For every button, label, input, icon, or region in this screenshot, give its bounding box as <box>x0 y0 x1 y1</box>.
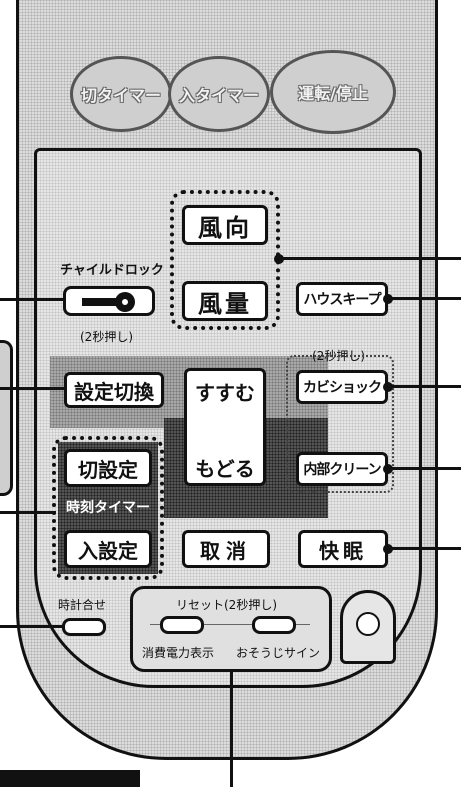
on-timer-top-button[interactable]: 入タイマー <box>168 56 270 132</box>
recessed-round-button[interactable] <box>356 612 380 636</box>
wind-direction-button[interactable]: 風向 <box>182 205 268 245</box>
key-icon <box>82 292 135 312</box>
house-keep-button[interactable]: ハウスキープ <box>296 282 388 316</box>
reset-divider <box>150 624 310 625</box>
retreat-button-label: もどる <box>195 457 255 481</box>
cleaning-sign-label: おそうじサイン <box>236 646 321 660</box>
leader-dot-wind <box>274 254 284 264</box>
leader-line-reset <box>230 672 233 787</box>
power-display-button[interactable] <box>160 616 204 634</box>
kabi-shock-button[interactable]: カビショック <box>296 370 388 404</box>
cleaning-sign-button[interactable] <box>252 616 296 634</box>
power-top-button[interactable]: 運転/停止 <box>270 50 396 134</box>
clock-set-label: 時計合せ <box>58 598 107 612</box>
leader-line-child-lock <box>0 298 64 301</box>
leader-line-clock <box>0 625 62 628</box>
child-lock-button[interactable] <box>63 286 155 316</box>
leader-line-wind <box>280 257 461 260</box>
kabi-clean-outline <box>286 355 394 493</box>
sleep-button[interactable]: 快眠 <box>298 530 388 568</box>
settings-switch-button[interactable]: 設定切換 <box>64 372 164 408</box>
leader-line-timer <box>0 511 56 514</box>
wind-volume-button[interactable]: 風量 <box>182 281 268 321</box>
power-display-label: 消費電力表示 <box>142 646 215 660</box>
on-setting-button[interactable]: 入設定 <box>64 530 152 568</box>
caption-bar <box>0 770 140 787</box>
side-notch <box>0 340 13 496</box>
leader-line-house-keep <box>388 297 461 300</box>
timer-group-outline <box>52 436 164 580</box>
internal-clean-button[interactable]: 内部クリーン <box>296 452 388 486</box>
advance-button-label: すすむ <box>195 381 255 405</box>
off-setting-button[interactable]: 切設定 <box>64 449 152 487</box>
off-timer-top-button[interactable]: 切タイマー <box>70 56 172 132</box>
advance-retreat-button[interactable]: すすむ もどる <box>184 368 266 486</box>
reset-hint: リセット(2秒押し) <box>176 598 277 612</box>
leader-line-kabi <box>388 385 461 388</box>
cancel-button[interactable]: 取消 <box>182 530 270 568</box>
leader-line-sleep <box>388 547 461 550</box>
leader-line-internal-clean <box>388 467 461 470</box>
leader-line-settings <box>0 387 64 390</box>
child-lock-hint: (2秒押し) <box>80 330 133 344</box>
child-lock-label: チャイルドロック <box>60 263 164 278</box>
clock-timer-label: 時刻タイマー <box>66 500 150 516</box>
clock-set-button[interactable] <box>62 618 106 636</box>
